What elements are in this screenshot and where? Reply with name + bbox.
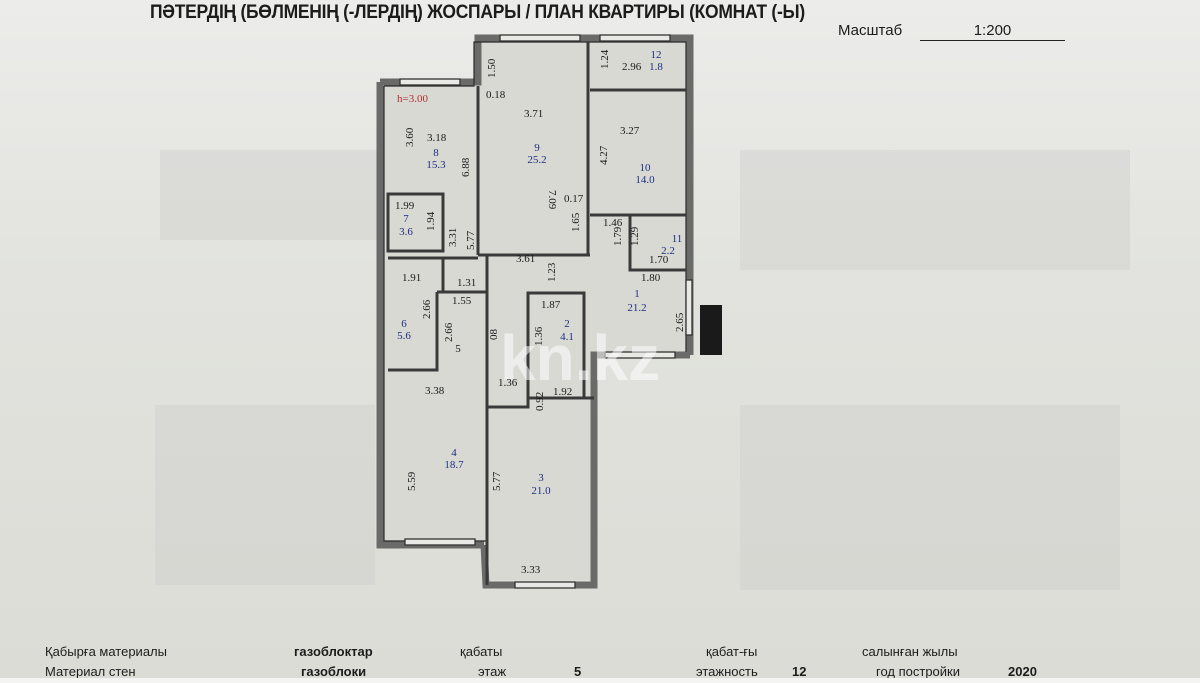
dim-label: 1.36 — [533, 326, 545, 346]
wall-material-label-ru: Материал стен — [45, 664, 136, 679]
dim-label: 1.79 — [612, 226, 624, 246]
dim-label: 0.18 — [486, 89, 506, 101]
dim-label: 6.88 — [460, 157, 472, 177]
dim-label: 3.31 — [447, 228, 459, 247]
dim-label: 1.91 — [402, 272, 421, 284]
year-label-kz: салынған жылы — [862, 644, 958, 659]
dim-label: 3.71 — [524, 108, 543, 120]
floor-value: 5 — [574, 664, 582, 679]
dim-label: 1.50 — [486, 58, 498, 78]
faded-table-block — [155, 405, 375, 585]
dim-label: 1.29 — [629, 226, 641, 246]
year-label-ru: год постройки — [876, 664, 960, 679]
room-7-number: 7 — [403, 213, 409, 225]
room-2-number: 2 — [564, 318, 570, 330]
page-bottom-edge — [0, 678, 1200, 683]
dim-label: 1.80 — [641, 272, 661, 284]
floor-label-kz: қабаты — [460, 644, 503, 659]
year-value: 2020 — [1008, 664, 1037, 679]
room-3-area: 21.0 — [531, 485, 551, 497]
dim-label: 1.24 — [599, 49, 611, 69]
dim-label: 08 — [488, 329, 500, 341]
dim-label: 1.36 — [498, 377, 518, 389]
floor-label-ru: этаж — [478, 664, 507, 679]
page-title: ПӘТЕРДІҢ (БӨЛМЕНІҢ (-ЛЕРДІҢ) ЖОСПАРЫ / П… — [150, 2, 805, 23]
dim-label: 0.92 — [534, 392, 546, 411]
watermark: kn.kz — [500, 322, 660, 394]
wall-material-value-ru: газоблоки — [301, 664, 367, 679]
wall-material-value-kz: газоблоктар — [294, 644, 373, 659]
dim-label: 5.77 — [465, 230, 477, 250]
room-6-area: 5.6 — [397, 330, 411, 342]
floors-total-label-kz: қабат-ғы — [706, 644, 758, 659]
room-12-number: 12 — [651, 49, 662, 61]
dim-label: 1.92 — [553, 386, 572, 398]
dim-label: 1.23 — [546, 262, 558, 282]
room-8-number: 8 — [433, 147, 439, 159]
room-11-number: 11 — [672, 233, 683, 245]
room-9-area: 25.2 — [527, 154, 546, 166]
dim-label: 1.31 — [457, 277, 476, 289]
dim-label: 1.87 — [541, 299, 561, 311]
faded-text-block — [740, 150, 1130, 270]
dim-label: 2.65 — [674, 312, 686, 332]
dim-label: 5.59 — [406, 471, 418, 491]
room-12-area: 1.8 — [649, 61, 663, 73]
room-1-number: 1 — [634, 288, 640, 300]
dim-label: 3.27 — [620, 125, 640, 137]
dim-label: 3.18 — [427, 132, 447, 144]
room-4-number: 4 — [451, 447, 457, 459]
dim-label: 7.09 — [546, 190, 558, 210]
room-11-area: 2.2 — [661, 245, 675, 257]
dim-label: 3.61 — [516, 253, 535, 265]
room-1-area: 21.2 — [627, 302, 646, 314]
dim-label: 1.94 — [425, 211, 437, 231]
floors-total-value: 12 — [792, 664, 807, 679]
dim-label: 0.17 — [564, 193, 584, 205]
faded-table-block — [740, 405, 1120, 590]
dim-label: 1.65 — [570, 212, 582, 232]
dim-label: 1.99 — [395, 200, 415, 212]
room-7-area: 3.6 — [399, 226, 413, 238]
dim-label: 2.96 — [622, 61, 642, 73]
room-5-number: 5 — [455, 343, 461, 355]
room-9-number: 9 — [534, 142, 540, 154]
dim-label: 1.70 — [649, 254, 669, 266]
dim-label: 3.60 — [404, 127, 416, 147]
scale-label: Масштаб — [838, 22, 903, 39]
dim-label: 2.66 — [421, 299, 433, 319]
room-4-area: 18.7 — [444, 459, 464, 471]
dim-label: 1.46 — [603, 217, 623, 229]
wall-material-label-kz: Қабырға материалы — [45, 644, 167, 659]
room-3-number: 3 — [538, 472, 544, 484]
dim-label: 5.77 — [491, 471, 503, 491]
room-8-area: 15.3 — [426, 159, 446, 171]
floors-total-label-ru: этажность — [696, 664, 758, 679]
ceiling-height: h=3.00 — [397, 93, 428, 105]
dim-label: 1.55 — [452, 295, 472, 307]
dim-label: 3.38 — [425, 385, 445, 397]
faded-text-block — [160, 150, 380, 240]
room-2-area: 4.1 — [560, 331, 574, 343]
room-10-number: 10 — [640, 162, 652, 174]
scale-value: 1:200 — [920, 22, 1065, 41]
dim-label: 2.66 — [443, 322, 455, 342]
dim-label: 3.33 — [521, 564, 541, 576]
dim-label: 4.27 — [598, 145, 610, 165]
room-10-area: 14.0 — [635, 174, 655, 186]
room-6-number: 6 — [401, 318, 407, 330]
